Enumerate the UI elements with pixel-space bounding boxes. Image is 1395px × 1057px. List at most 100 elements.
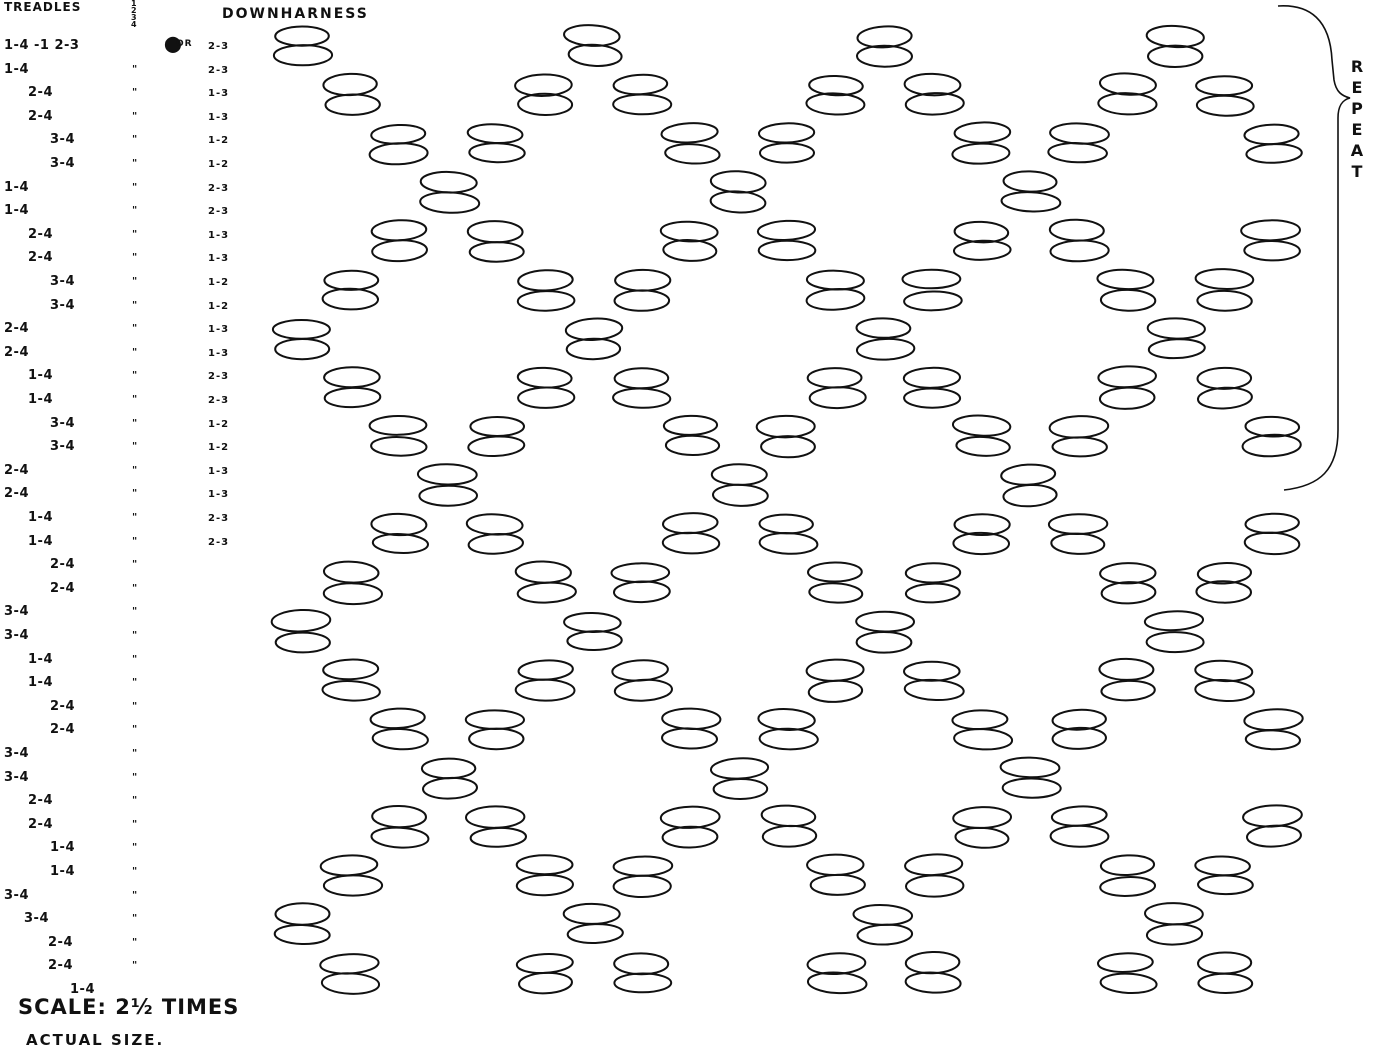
- float-oval: [613, 94, 671, 114]
- float-oval: [519, 972, 573, 995]
- float-oval: [372, 806, 426, 828]
- float-pair: [661, 806, 720, 848]
- float-oval: [906, 875, 964, 897]
- float-oval: [661, 122, 718, 144]
- float-pair: [1097, 269, 1155, 311]
- float-pair: [564, 612, 622, 650]
- float-pair: [808, 562, 863, 604]
- float-oval: [568, 43, 622, 67]
- float-oval: [1246, 730, 1301, 750]
- float-oval: [1244, 708, 1303, 731]
- float-oval: [661, 806, 720, 829]
- float-oval: [905, 971, 961, 993]
- float-pair: [1196, 76, 1254, 116]
- float-pair: [468, 221, 524, 262]
- float-oval: [807, 270, 864, 290]
- float-pair: [322, 659, 380, 702]
- float-oval: [904, 388, 960, 407]
- float-oval: [466, 710, 524, 729]
- float-oval: [1049, 514, 1108, 535]
- float-pair: [518, 269, 575, 311]
- float-pair: [1049, 415, 1108, 457]
- float-oval: [1148, 338, 1205, 359]
- float-oval: [1147, 632, 1204, 652]
- float-oval: [422, 759, 475, 779]
- float-oval: [564, 24, 621, 47]
- float-oval: [1198, 875, 1253, 894]
- float-oval: [1101, 581, 1155, 604]
- float-oval: [467, 123, 523, 144]
- float-oval: [806, 288, 865, 312]
- float-oval: [808, 680, 862, 703]
- float-pair: [1050, 219, 1109, 262]
- float-pair: [611, 563, 670, 603]
- float-oval: [712, 464, 767, 485]
- float-oval: [1195, 660, 1253, 683]
- float-oval: [1049, 415, 1108, 439]
- float-oval: [273, 320, 330, 339]
- float-oval: [567, 338, 621, 359]
- float-pair: [1100, 854, 1155, 896]
- float-pair: [420, 171, 480, 214]
- float-pair: [952, 414, 1010, 457]
- float-oval: [567, 923, 623, 944]
- float-oval: [564, 612, 621, 632]
- float-pair: [1099, 659, 1155, 702]
- float-pair: [613, 368, 671, 408]
- float-oval: [1145, 610, 1204, 631]
- float-pair: [1243, 804, 1303, 848]
- float-pair: [710, 170, 766, 214]
- float-pair: [371, 513, 428, 554]
- float-pair: [516, 659, 575, 701]
- float-oval: [371, 513, 426, 535]
- float-oval: [466, 806, 525, 828]
- float-pair: [954, 221, 1011, 261]
- float-oval: [954, 122, 1010, 144]
- float-oval: [613, 388, 671, 409]
- float-oval: [613, 74, 667, 96]
- float-oval: [1098, 365, 1156, 388]
- float-pair: [759, 123, 815, 163]
- float-oval: [322, 680, 380, 702]
- float-oval: [1050, 219, 1105, 241]
- float-pair: [324, 561, 383, 605]
- float-oval: [276, 632, 330, 652]
- float-oval: [515, 561, 571, 584]
- float-pair: [1244, 513, 1300, 556]
- float-oval: [853, 904, 912, 926]
- float-pair: [904, 367, 961, 408]
- float-oval: [612, 659, 669, 682]
- float-pair: [856, 318, 914, 361]
- float-oval: [763, 825, 817, 847]
- float-pair: [612, 659, 673, 702]
- float-oval: [1099, 659, 1153, 681]
- float-pair: [324, 367, 381, 408]
- float-oval: [857, 924, 912, 946]
- float-oval: [663, 512, 718, 534]
- float-oval: [324, 387, 380, 408]
- float-oval: [371, 219, 426, 241]
- float-oval: [1051, 533, 1105, 555]
- float-oval: [564, 904, 620, 924]
- float-pair: [952, 122, 1010, 165]
- float-oval: [1097, 269, 1154, 290]
- float-oval: [714, 779, 768, 799]
- float-oval: [468, 435, 525, 457]
- float-pair: [806, 75, 865, 115]
- float-oval: [808, 562, 862, 582]
- float-oval: [1101, 854, 1155, 876]
- float-oval: [324, 367, 380, 387]
- float-oval: [807, 854, 864, 875]
- float-pair: [1198, 952, 1252, 993]
- float-pair: [517, 367, 574, 408]
- float-oval: [952, 414, 1010, 437]
- float-pair: [662, 708, 721, 749]
- float-oval: [905, 853, 963, 876]
- float-oval: [614, 679, 672, 702]
- float-pair: [614, 953, 671, 992]
- float-pair: [320, 854, 382, 895]
- float-oval: [760, 143, 814, 162]
- float-oval: [808, 368, 862, 388]
- float-oval: [468, 221, 523, 243]
- float-oval: [713, 484, 768, 506]
